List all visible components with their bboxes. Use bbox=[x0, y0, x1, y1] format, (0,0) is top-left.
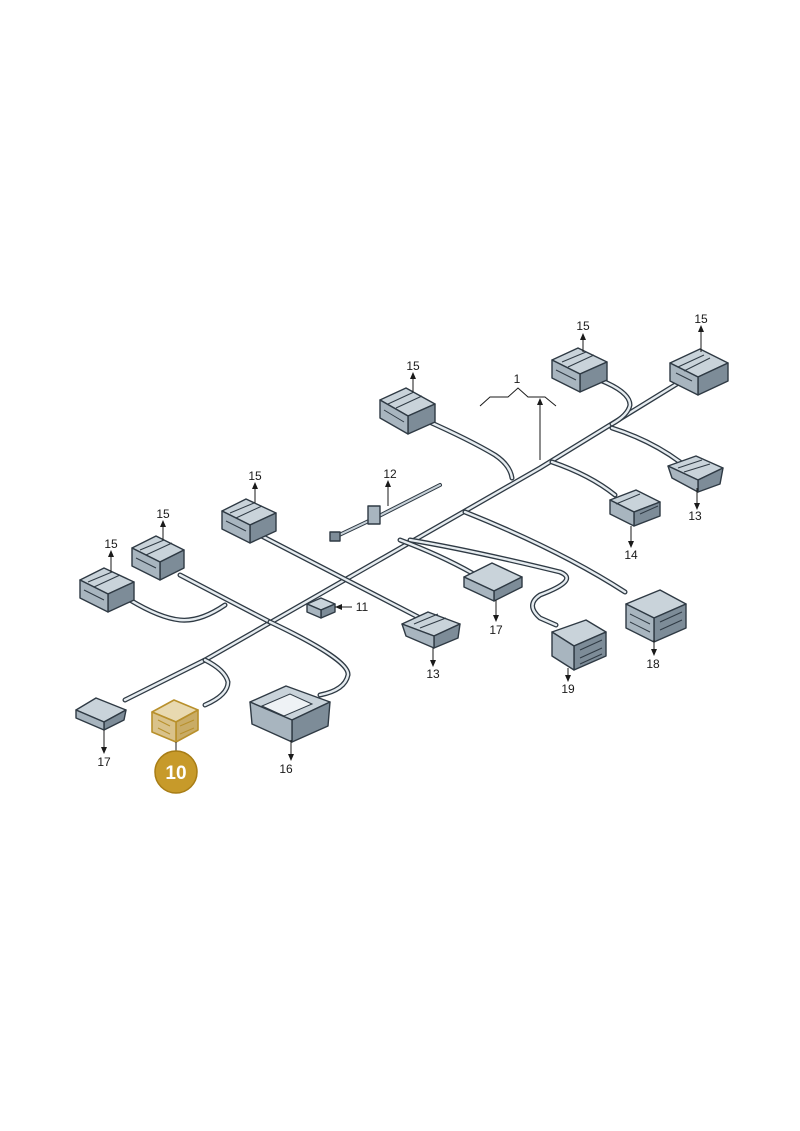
callout-17-left: 17 bbox=[97, 755, 111, 769]
leader-lines bbox=[101, 325, 704, 761]
part-11 bbox=[306, 597, 336, 619]
callout-labels: 1 15 15 15 15 15 15 12 13 14 11 17 13 18… bbox=[97, 312, 708, 776]
callout-15-left-upper: 15 bbox=[156, 507, 170, 521]
callout-1: 1 bbox=[514, 372, 521, 386]
connector-19 bbox=[551, 619, 607, 671]
cable-tie-12 bbox=[329, 483, 442, 542]
connector-13-right bbox=[667, 455, 724, 493]
callout-15-top-right: 15 bbox=[694, 312, 708, 326]
callout-18: 18 bbox=[646, 657, 660, 671]
connector-16 bbox=[249, 685, 331, 743]
callout-13-right: 13 bbox=[688, 509, 702, 523]
callout-12: 12 bbox=[383, 467, 397, 481]
badge-circle bbox=[154, 750, 198, 794]
callout-15-upper-center: 15 bbox=[406, 359, 420, 373]
harness-wires bbox=[122, 377, 683, 708]
callout-11: 11 bbox=[356, 600, 369, 614]
connector-17-left bbox=[75, 697, 127, 731]
badge-label: 10 bbox=[165, 763, 186, 784]
callout-19: 19 bbox=[561, 682, 575, 696]
connector-14 bbox=[609, 489, 661, 527]
connector-17-middle bbox=[463, 562, 523, 602]
connector-15-left-upper bbox=[131, 535, 185, 581]
connector-15-left-lower bbox=[79, 567, 135, 613]
connector-10-highlighted bbox=[151, 699, 199, 743]
callout-15-top-middle: 15 bbox=[576, 319, 590, 333]
connector-15-center-left bbox=[221, 498, 277, 544]
callout-17-middle: 17 bbox=[489, 623, 503, 637]
cable-tie-head bbox=[329, 531, 341, 542]
connector-15-top-middle bbox=[551, 347, 608, 393]
connector-13-center bbox=[401, 611, 461, 649]
callout-15-center-left: 15 bbox=[248, 469, 262, 483]
connector-15-top-right bbox=[669, 348, 729, 396]
callout-14: 14 bbox=[624, 548, 638, 562]
highlight-badge-10[interactable]: 10 bbox=[154, 750, 198, 794]
cable-tie-clip bbox=[367, 505, 381, 525]
callout-15-left-lower: 15 bbox=[104, 537, 118, 551]
callout-16: 16 bbox=[279, 762, 293, 776]
callout-13-center: 13 bbox=[426, 667, 440, 681]
connector-18 bbox=[625, 589, 687, 643]
connector-15-upper-center bbox=[379, 387, 436, 435]
